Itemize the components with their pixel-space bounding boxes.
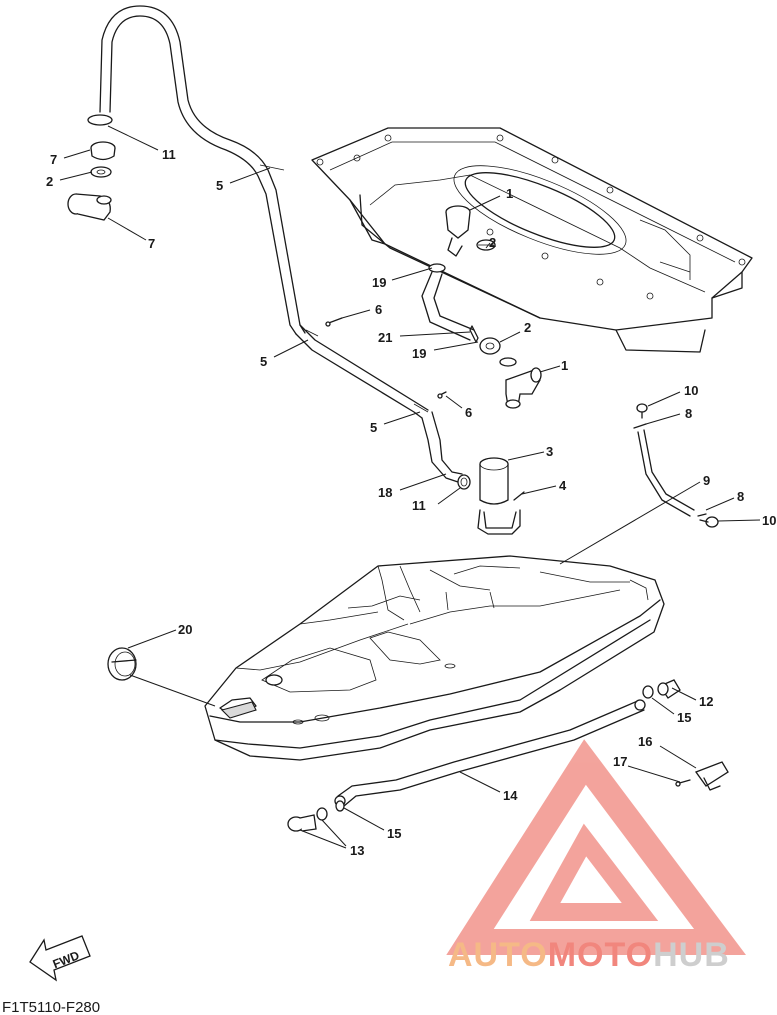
callout-8-top: 8 <box>685 406 692 421</box>
callout-19-mid: 19 <box>412 346 426 361</box>
callout-7-bottom: 7 <box>148 236 155 251</box>
plug-20 <box>107 647 137 681</box>
callout-10-top: 10 <box>684 383 698 398</box>
callout-5-mid: 5 <box>260 354 267 369</box>
tank-filler-neck <box>445 205 471 257</box>
callout-20: 20 <box>178 622 192 637</box>
callout-15-right: 15 <box>677 710 691 725</box>
fitting-13 <box>287 807 328 832</box>
tube-9 <box>637 429 695 517</box>
washer-15-bottom <box>335 800 345 812</box>
callout-10-right: 10 <box>762 513 776 528</box>
part-7-top-cap <box>90 141 116 161</box>
callouts: 11 7 2 7 5 1 2 19 6 21 5 2 19 1 5 6 10 8… <box>46 147 776 858</box>
callout-21: 21 <box>378 330 392 345</box>
callout-18: 18 <box>378 485 392 500</box>
callout-3: 3 <box>546 444 553 459</box>
callout-6-low: 6 <box>465 405 472 420</box>
screw-10-right <box>699 516 719 528</box>
fitting-12 <box>657 679 681 699</box>
watermark-logo: AUTOMOTOHUB <box>446 739 746 974</box>
watermark-moto: MOTO <box>548 936 653 974</box>
callout-17: 17 <box>613 754 627 769</box>
part-2-washer-top <box>90 166 112 178</box>
callout-11-low: 11 <box>412 498 426 513</box>
callout-8-right: 8 <box>737 489 744 504</box>
callout-11-top: 11 <box>162 147 176 162</box>
watermark-inner-chevron <box>529 823 659 921</box>
clip-8-right <box>697 513 707 517</box>
callout-2-top: 2 <box>46 174 53 189</box>
boat-hull <box>204 555 665 761</box>
screw-10-top <box>636 403 648 419</box>
watermark-auto: AUTO <box>448 936 548 974</box>
callout-5-low: 5 <box>370 420 377 435</box>
callout-12: 12 <box>699 694 713 709</box>
screw-6-top <box>325 317 343 327</box>
bracket-4 <box>477 491 525 535</box>
figure-code: F1T5110-F280 <box>2 999 100 1015</box>
callout-6-top: 6 <box>375 302 382 317</box>
callout-4: 4 <box>559 478 567 493</box>
washer-15-right <box>642 685 654 699</box>
filter-3 <box>479 457 509 505</box>
callout-5-top: 5 <box>216 178 223 193</box>
callout-7-top: 7 <box>50 152 57 167</box>
callout-19-top: 19 <box>372 275 386 290</box>
watermark-triangle <box>446 739 746 955</box>
screw-6-low <box>437 391 447 399</box>
part-washer-right <box>499 357 517 367</box>
screw-17 <box>675 779 691 787</box>
tank-fitting-2 <box>476 239 496 251</box>
callout-2-tank: 2 <box>489 235 496 250</box>
watermark-hub: HUB <box>653 936 730 974</box>
clip-8-top <box>633 423 647 429</box>
leader-lines <box>59 125 761 849</box>
clamp-11-low <box>457 474 471 490</box>
callout-13: 13 <box>350 843 364 858</box>
vent-hose <box>99 5 429 419</box>
callout-1-top: 1 <box>506 186 513 201</box>
fuel-tank <box>311 127 753 353</box>
vent-hose-clip-top <box>87 114 113 126</box>
callout-1-right: 1 <box>561 358 568 373</box>
part-2-grommet-right <box>479 337 501 355</box>
callout-16: 16 <box>638 734 652 749</box>
fwd-arrow: FWD <box>29 935 91 982</box>
part-7-fitting <box>67 193 112 221</box>
part-1-elbow <box>505 367 542 409</box>
filler-hose-21 <box>421 263 479 343</box>
callout-9: 9 <box>703 473 710 488</box>
callout-15-bottom: 15 <box>387 826 401 841</box>
callout-2-right: 2 <box>524 320 531 335</box>
callout-14: 14 <box>503 788 518 803</box>
fitting-16 <box>694 761 729 791</box>
svg-text:AUTOMOTOHUB: AUTOMOTOHUB <box>448 936 730 974</box>
hose-18 <box>421 411 463 483</box>
